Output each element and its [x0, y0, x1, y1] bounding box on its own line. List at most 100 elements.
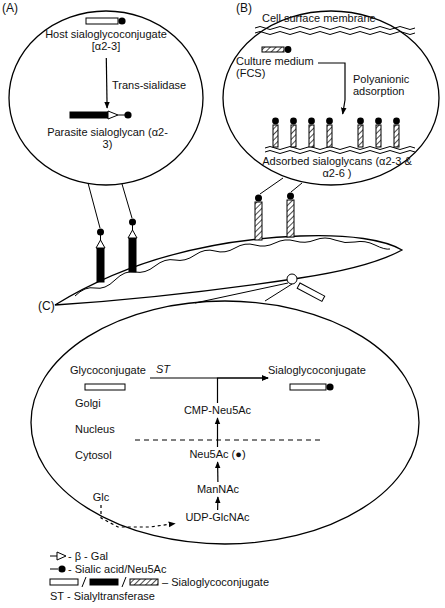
- illustration-rect: [70, 112, 108, 118]
- molecule-label: Cell surface membrane: [262, 12, 392, 24]
- legend-text: ST - Sialyltransferase: [50, 590, 155, 602]
- illustration-circle: [118, 17, 125, 24]
- illustration-rect: [376, 125, 381, 147]
- region-ellipse: (B)Cell surface membraneCulture medium (…: [222, 10, 440, 186]
- panel-label: (B): [236, 2, 266, 14]
- ellipse-outline: [30, 300, 420, 545]
- ellipse-outline: [9, 11, 203, 185]
- illustration-circle: [124, 111, 131, 118]
- illustration-circle: [287, 274, 297, 284]
- illustration-rect: [287, 200, 294, 237]
- illustration-rect: [97, 248, 104, 282]
- molecule-node: UDP-GlcNAc: [175, 510, 260, 525]
- illustration-rect: [327, 125, 332, 147]
- illustration-line: [100, 235, 101, 240]
- pathway-arrow: [217, 418, 218, 447]
- illustration-rect: [129, 238, 136, 272]
- molecule-node: Culture medium (FCS): [236, 44, 318, 82]
- illustration-rect: [290, 384, 326, 390]
- illustration-path: [55, 236, 402, 305]
- illustration-line: [132, 225, 133, 230]
- illustration-line: [122, 184, 132, 218]
- illustration-rect: [90, 579, 118, 585]
- illustration-rect: [130, 579, 158, 585]
- illustration-line: [82, 577, 86, 587]
- illustration-line: [195, 283, 288, 303]
- illustration-path: [265, 151, 415, 154]
- molecule-label: Adsorbed sialoglycans (α2-3 & α2-6 ): [262, 155, 412, 179]
- legend-text: - Sialic acid/Neu5Ac: [68, 563, 166, 575]
- illustration-line: [50, 569, 58, 570]
- illustration-circle: [58, 565, 65, 572]
- illustration-rect: [262, 47, 284, 52]
- illustration-line: [122, 577, 126, 587]
- illustration-path: [255, 32, 415, 35]
- illustration-path: [265, 147, 415, 150]
- molecule-node: Neu5Ac (●): [180, 447, 255, 462]
- molecule-label: CMP-Neu5Ac: [180, 404, 255, 416]
- illustration-line: [135, 440, 320, 441]
- illustration-line: [88, 183, 100, 228]
- illustration-rect: [50, 579, 78, 585]
- molecule-node: Glycoconjugate: [70, 362, 150, 394]
- compartment-label: Golgi: [75, 397, 101, 409]
- molecule-label: Culture medium (FCS): [236, 55, 318, 79]
- molecule-label: ManNAc: [183, 483, 253, 495]
- illustration-circle: [375, 118, 382, 125]
- pathway-arrow: [218, 378, 269, 403]
- region-ellipse: (A)Host sialoglycoconjugate [α2-3]Parasi…: [8, 10, 204, 186]
- molecule-node: Glc: [88, 490, 114, 505]
- molecule-label: Host sialoglycoconjugate [α2-3]: [36, 28, 176, 52]
- panel-label: (C): [38, 300, 68, 312]
- illustration-circle: [393, 118, 400, 125]
- illustration-rect: [358, 125, 363, 147]
- pathway-arrow: [318, 63, 345, 114]
- molecule-node: ManNAc: [183, 482, 253, 497]
- region-ellipse: (C)GlycoconjugateSialoglycoconjugateCMP-…: [30, 300, 420, 545]
- pathway-arrow: [101, 505, 175, 527]
- illustration-polygon: [108, 111, 118, 119]
- compartment-label: Nucleus: [75, 423, 115, 435]
- illustration-polygon: [128, 230, 137, 238]
- illustration-circle: [290, 118, 297, 125]
- illustration-rect: [86, 18, 118, 24]
- illustration-rect: [309, 125, 314, 147]
- illustration-rect: [85, 384, 125, 390]
- illustration-circle: [326, 383, 333, 390]
- molecule-label: UDP-GlcNAc: [175, 511, 260, 523]
- molecule-node: Host sialoglycoconjugate [α2-3]: [36, 16, 176, 58]
- process-label: Polyanionic adsorption: [353, 73, 425, 97]
- molecule-node: Cell surface membrane: [262, 10, 392, 26]
- pathway-arrow: [217, 462, 218, 482]
- illustration-line: [291, 183, 302, 192]
- illustration-rect: [273, 125, 278, 147]
- illustration-rect: [297, 283, 325, 301]
- illustration-circle: [285, 46, 292, 53]
- illustration-circle: [326, 118, 333, 125]
- molecule-label: Glycoconjugate: [70, 364, 150, 376]
- illustration-polygon: [96, 240, 105, 248]
- illustration-line: [260, 178, 283, 194]
- illustration-rect: [255, 202, 262, 240]
- pathway-arrow: [150, 377, 268, 378]
- illustration-circle: [357, 118, 364, 125]
- illustration-path: [255, 27, 415, 30]
- enzyme-label: ST: [156, 363, 176, 375]
- panel-label: (A): [2, 2, 32, 14]
- illustration-circle: [255, 195, 262, 202]
- illustration-path: [75, 238, 390, 296]
- illustration-rect: [394, 125, 399, 147]
- molecule-label: Neu5Ac (●): [180, 448, 255, 460]
- pathway-arrow: [106, 58, 108, 108]
- illustration-rect: [291, 125, 296, 147]
- molecule-node: CMP-Neu5Ac: [180, 403, 255, 418]
- illustration-circle: [308, 118, 315, 125]
- ellipse-outline: [31, 301, 419, 544]
- compartment-label: Cytosol: [75, 449, 112, 461]
- illustration-polygon: [57, 552, 66, 560]
- illustration-circle: [287, 193, 294, 200]
- legend-text: - β - Gal: [68, 550, 108, 562]
- illustration-line: [118, 115, 125, 116]
- molecule-label: Parasite sialoglycan (α2-3): [45, 126, 170, 150]
